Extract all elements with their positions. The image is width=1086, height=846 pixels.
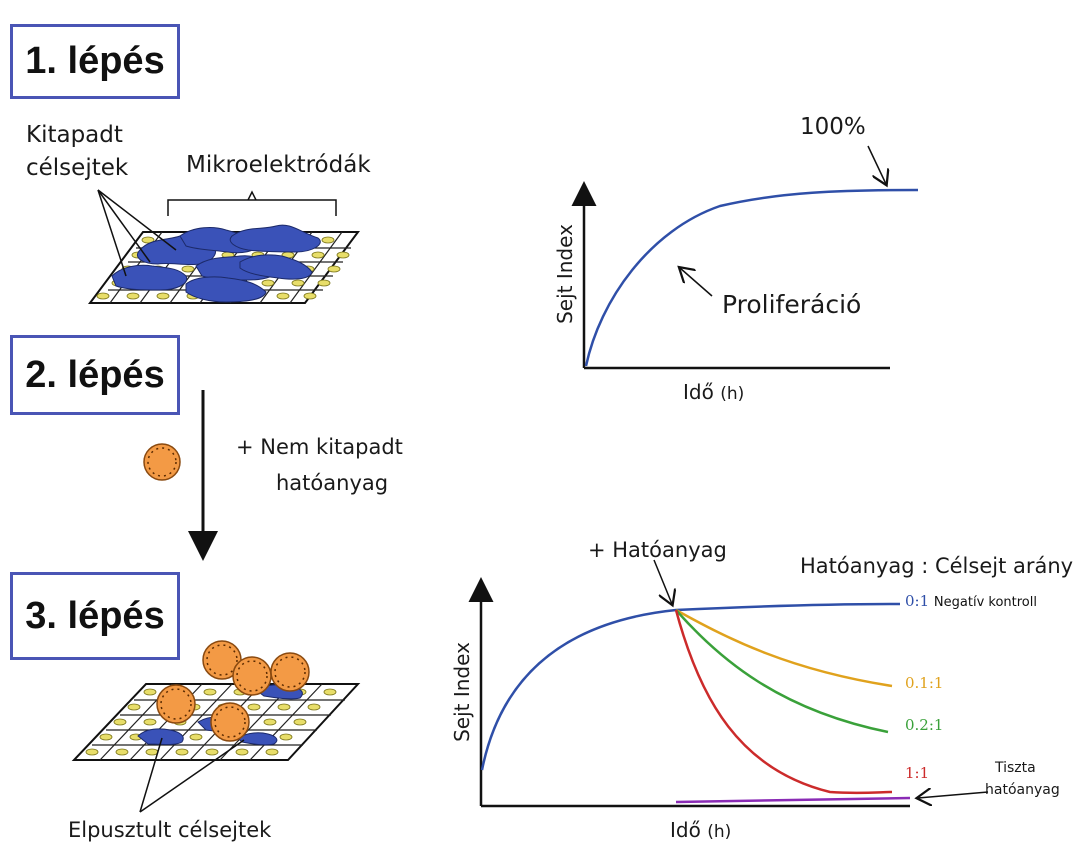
step-1-title: 1. lépés bbox=[25, 40, 165, 82]
top-chart-100-pointer bbox=[867, 145, 886, 184]
dead-cells-pointer-1 bbox=[139, 737, 163, 813]
top-chart-xlabel-text: Idő bbox=[683, 380, 714, 404]
step-2-box: 2. lépés bbox=[10, 335, 180, 415]
pure-drug-pointer bbox=[918, 792, 989, 798]
top-chart-proliferation-pointer bbox=[680, 268, 713, 297]
bottom-chart-xunit: (h) bbox=[707, 822, 732, 842]
bottom-chart bbox=[468, 559, 989, 808]
attached-cells-pointer-3 bbox=[97, 189, 177, 251]
top-annotation-100: 100% bbox=[800, 114, 866, 140]
drug-label-line2: hatóanyag bbox=[276, 471, 389, 495]
step-3-box: 3. lépés bbox=[10, 572, 180, 660]
attached-cells-label-line1: Kitapadt bbox=[26, 122, 123, 148]
top-chart-proliferation-curve bbox=[584, 188, 919, 367]
series-line-0-1-1 bbox=[675, 608, 893, 688]
microelectrodes-label: Mikroelektródák bbox=[186, 152, 371, 178]
pure-drug-label-line2: hatóanyag bbox=[985, 782, 1060, 798]
dead-cells-label: Elpusztult célsejtek bbox=[68, 818, 272, 842]
bottom-chart-xlabel-text: Idő bbox=[670, 818, 701, 842]
drug-addition-pointer bbox=[653, 559, 672, 604]
top-chart bbox=[571, 145, 919, 370]
top-chart-xlabel: Idő (h) bbox=[683, 380, 744, 404]
drug-bead-icon bbox=[143, 443, 181, 481]
series-label-0-1: 0:1 Negatív kontroll bbox=[905, 592, 1037, 610]
step-1-box: 1. lépés bbox=[10, 24, 180, 99]
bottom-legend-title: Hatóanyag : Célsejt arány bbox=[800, 554, 1074, 578]
dead-cells-pointer-2 bbox=[139, 739, 245, 813]
step3-drug-beads bbox=[156, 640, 310, 742]
series-line-pure-drug bbox=[675, 796, 911, 804]
attached-cells-label-line2: célsejtek bbox=[26, 155, 129, 181]
pure-drug-label-line1: Tiszta bbox=[995, 760, 1036, 776]
series-label-0-1-1: 0.1:1 bbox=[905, 674, 944, 692]
step1-attached-cells bbox=[111, 224, 321, 303]
top-chart-xunit: (h) bbox=[720, 384, 745, 404]
series-line-1-1 bbox=[674, 609, 893, 795]
series-line-0-1 bbox=[480, 602, 901, 771]
bottom-chart-xlabel: Idő (h) bbox=[670, 818, 731, 842]
attached-cells-pointer-1 bbox=[97, 189, 151, 263]
drug-label-line1: + Nem kitapadt bbox=[236, 435, 403, 459]
microelectrodes-bracket bbox=[167, 199, 337, 216]
top-annotation-proliferation: Proliferáció bbox=[722, 290, 862, 319]
series-ratio-0-1: 0:1 bbox=[905, 592, 930, 610]
step-3-title: 3. lépés bbox=[25, 594, 165, 637]
series-line-0-2-1 bbox=[675, 609, 889, 734]
series-label-0-2-1: 0.2:1 bbox=[905, 716, 944, 734]
attached-cells-pointer-2 bbox=[97, 189, 127, 277]
step-2-title: 2. lépés bbox=[25, 353, 165, 396]
series-note-0-1: Negatív kontroll bbox=[933, 595, 1037, 610]
series-label-1-1: 1:1 bbox=[905, 764, 930, 782]
bottom-annotation-drug: + Hatóanyag bbox=[588, 538, 727, 562]
